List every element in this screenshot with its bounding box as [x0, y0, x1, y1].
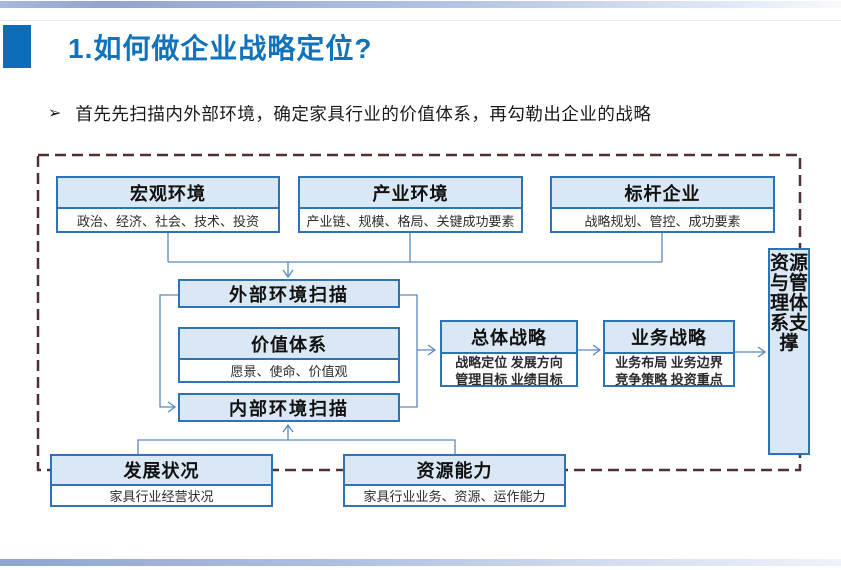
box-industry-environment: 产业环境 产业链、规模、格局、关键成功要素 — [298, 176, 523, 233]
box-business-strategy: 业务战略 业务布局 业务边界 竞争策略 投资重点 — [603, 320, 735, 387]
box-value-system-detail: 愿景、使命、价值观 — [230, 364, 348, 379]
box-business-strategy-title: 业务战略 — [605, 322, 733, 354]
arrowhead-right-internal-scan — [167, 401, 177, 413]
box-resource-capability-title: 资源能力 — [345, 456, 564, 486]
overall-strategy-line2: 管理目标 业绩目标 — [455, 372, 563, 387]
arrowhead-right-support — [757, 346, 767, 358]
box-resource-capability: 资源能力 家具行业业务、资源、运作能力 — [343, 454, 566, 507]
box-value-system-title: 价值体系 — [180, 329, 398, 360]
box-overall-strategy: 总体战略 战略定位 发展方向 管理目标 业绩目标 — [440, 320, 578, 387]
box-external-scan: 外部环境扫描 — [178, 279, 400, 308]
box-industry-environment-title: 产业环境 — [300, 178, 521, 209]
box-overall-strategy-detail: 战略定位 发展方向 管理目标 业绩目标 — [442, 354, 576, 388]
box-industry-environment-detail: 产业链、规模、格局、关键成功要素 — [306, 213, 515, 229]
box-overall-strategy-title: 总体战略 — [442, 322, 576, 354]
box-value-system: 价值体系 愿景、使命、价值观 — [178, 327, 400, 383]
box-macro-environment-title: 宏观环境 — [58, 178, 278, 209]
box-resource-management-support-text: 资源与管理体系支撑 — [770, 253, 809, 354]
bullet-arrow-icon: ➢ — [48, 105, 62, 122]
arrowhead-down-external-scan — [282, 269, 294, 279]
box-resource-capability-detail: 家具行业业务、资源、运作能力 — [363, 489, 546, 504]
overall-strategy-line1: 战略定位 发展方向 — [455, 355, 563, 370]
box-business-strategy-detail: 业务布局 业务边界 竞争策略 投资重点 — [605, 354, 733, 388]
page-title: 1.如何做企业战略定位? — [68, 33, 373, 64]
business-strategy-line1: 业务布局 业务边界 — [615, 355, 723, 370]
connector-top-collector — [167, 233, 663, 276]
business-strategy-line2: 竞争策略 投资重点 — [615, 372, 723, 387]
box-macro-environment: 宏观环境 政治、经济、社会、技术、投资 — [56, 176, 280, 233]
box-development-status-detail: 家具行业经营状况 — [109, 489, 214, 504]
connector-left-bracket — [159, 294, 178, 408]
title-accent-square — [3, 25, 31, 68]
box-resource-management-support: 资源与管理体系支撑 — [768, 248, 810, 455]
box-benchmark-companies: 标杆企业 战略规划、管控、成功要素 — [550, 176, 775, 233]
box-internal-scan: 内部环境扫描 — [178, 393, 400, 422]
box-development-status: 发展状况 家具行业经营状况 — [50, 454, 273, 507]
arrowhead-right-overall — [427, 344, 437, 356]
box-benchmark-companies-detail: 战略规划、管控、成功要素 — [584, 213, 741, 229]
bottom-accent-bar — [0, 559, 841, 566]
bullet-line: ➢ 首先先扫描内外部环境，确定家具行业的价值体系，再勾勒出企业的战略 — [48, 102, 651, 126]
box-benchmark-companies-title: 标杆企业 — [552, 178, 773, 209]
connector-bottom-collector — [137, 426, 456, 454]
box-development-status-title: 发展状况 — [52, 456, 271, 486]
bullet-text: 首先先扫描内外部环境，确定家具行业的价值体系，再勾勒出企业的战略 — [75, 104, 652, 124]
top-accent-bar — [0, 1, 841, 8]
header-divider — [0, 20, 841, 21]
arrowhead-up-internal-scan — [282, 423, 294, 433]
box-macro-environment-detail: 政治、经济、社会、技术、投资 — [76, 213, 259, 229]
connector-right-bracket — [400, 294, 434, 408]
arrowhead-right-business — [592, 344, 602, 356]
